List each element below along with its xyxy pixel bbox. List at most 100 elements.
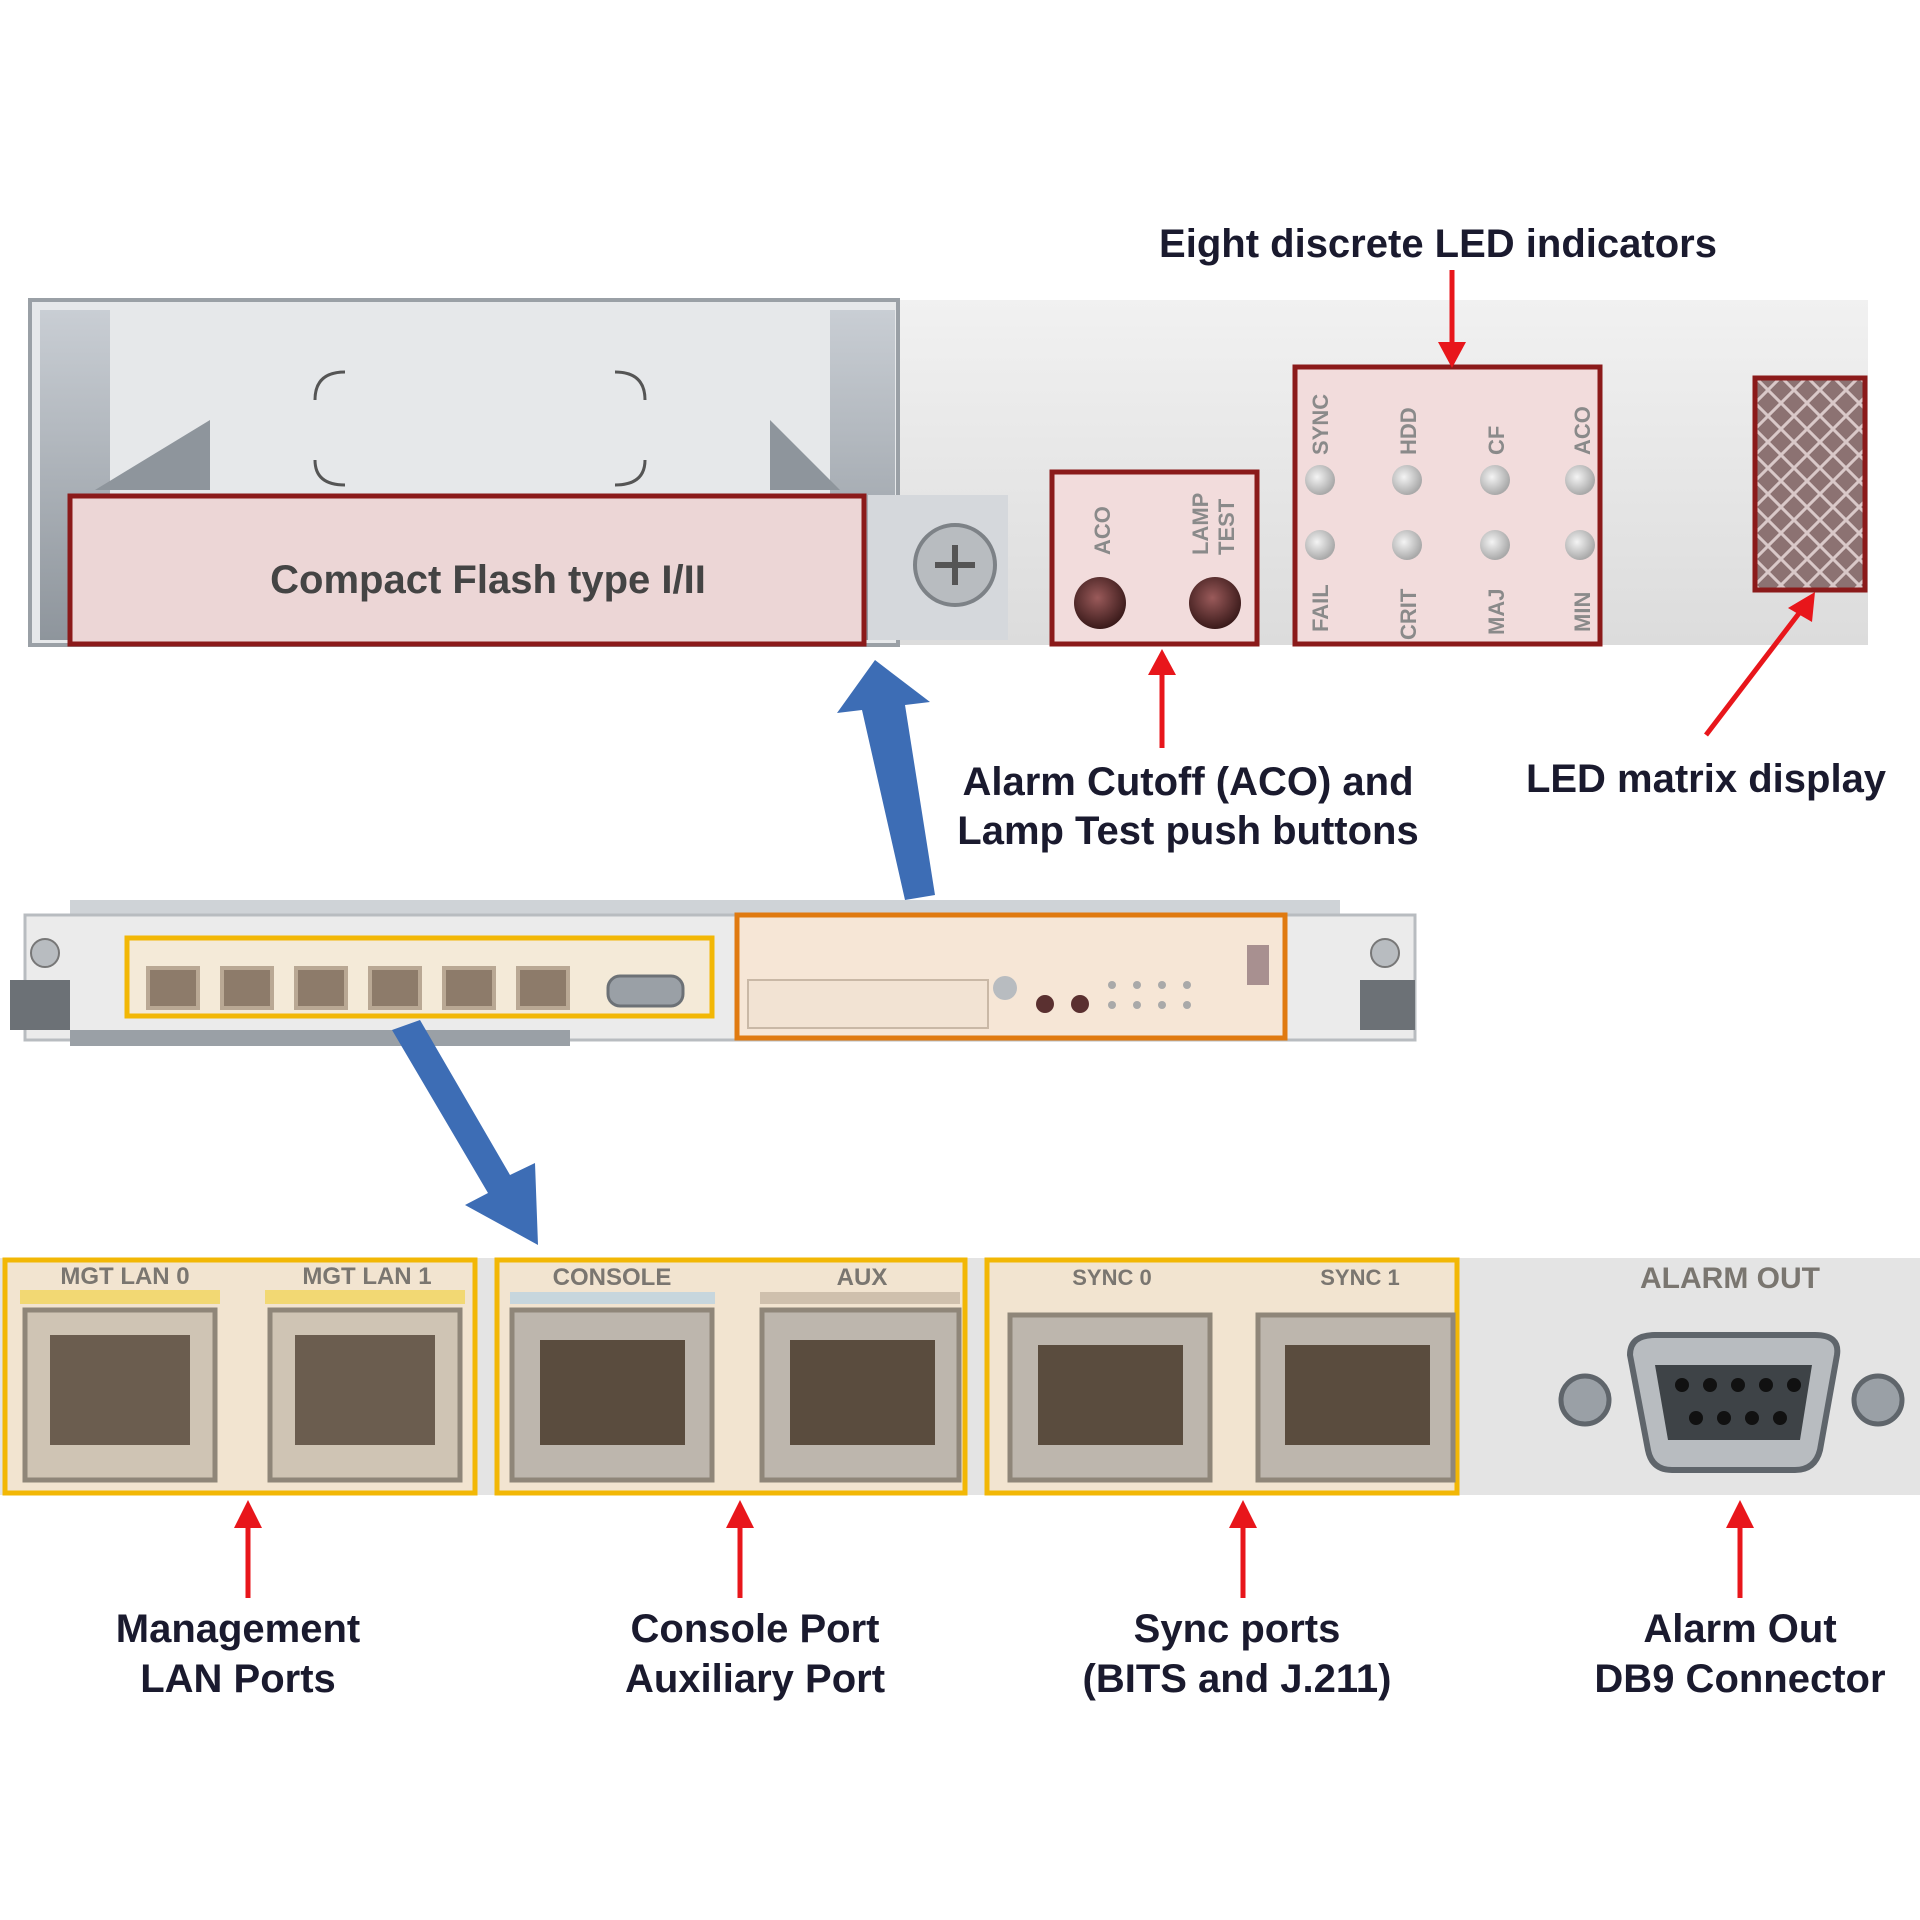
blue-arrow-up [837,660,935,900]
callout-mgmt-line1: Management [116,1607,361,1651]
callout-sync-line2: (BITS and J.211) [1083,1657,1392,1701]
mgmt-lan0-socket [50,1335,190,1445]
db9-screw-left-icon [1558,1373,1612,1427]
callout-sync-line1: Sync ports [1134,1607,1341,1651]
mgmt-lan1-socket [295,1335,435,1445]
led-indicators-highlight [1292,364,1603,647]
arrow-mgmt [234,1500,262,1598]
screw-cross-icon [935,545,975,585]
led-matrix-display [1752,375,1868,593]
lamp-test-label-line2: TEST [1214,498,1239,555]
mini-leds [1108,981,1191,1009]
arrow-sync [1229,1500,1257,1598]
sync1-socket [1285,1345,1430,1445]
db9-screw-right-icon [1851,1373,1905,1427]
led-label-hdd: HDD [1396,407,1421,455]
mini-db9 [606,974,685,1008]
led-label-maj: MAJ [1484,589,1509,635]
arrow-led-matrix [1704,592,1815,737]
arrow-eight-led [1438,270,1466,368]
callout-aco-line2: Lamp Test push buttons [957,809,1418,853]
mgmt-lan1-strip [265,1290,465,1304]
led-bottom-labels: FAIL CRIT MAJ MIN [1308,584,1595,640]
mini-port [294,966,348,1010]
module-ejector-right [1360,980,1415,1030]
callout-console-line2: Auxiliary Port [625,1657,885,1701]
led-maj [1480,530,1510,560]
port-label-mgt-lan1: MGT LAN 1 [302,1263,431,1290]
led-min [1565,530,1595,560]
sync0-socket [1038,1345,1183,1445]
mini-aco-button [1036,995,1054,1013]
module-bottom-rail [70,1030,570,1046]
lamp-test-button[interactable] [1189,577,1241,629]
aux-strip [760,1292,960,1304]
callout-led-matrix: LED matrix display [1526,757,1887,801]
console-strip [510,1292,715,1304]
cf-latch-left [95,420,210,490]
module-screw-left-icon [30,938,60,968]
module-mini-ports [146,966,685,1010]
aco-button-label: ACO [1090,506,1115,555]
led-label-aco: ACO [1570,406,1595,455]
arrow-alarm [1726,1500,1754,1598]
db9-socket [1655,1365,1812,1440]
aco-button[interactable] [1074,577,1126,629]
led-aco [1565,465,1595,495]
mini-port [442,966,496,1010]
led-sync [1305,465,1335,495]
callout-eight-led: Eight discrete LED indicators [1159,222,1717,266]
port-label-alarm-out: ALARM OUT [1640,1262,1820,1295]
mgmt-lan0-strip [20,1290,220,1304]
cf-latch-right [770,420,840,490]
led-crit [1392,530,1422,560]
lamp-test-label-line1: LAMP [1188,493,1213,555]
bottom-arrows [234,1500,1754,1598]
port-label-mgt-lan0: MGT LAN 0 [60,1263,189,1290]
compact-flash-label: Compact Flash type I/II [270,558,706,602]
callout-mgmt-line2: LAN Ports [140,1657,336,1701]
port-label-console: CONSOLE [553,1264,672,1291]
mini-cf-slot [747,979,989,1029]
led-label-cf: CF [1484,426,1509,455]
port-label-aux: AUX [837,1264,888,1291]
led-label-fail: FAIL [1308,584,1333,632]
led-label-crit: CRIT [1396,588,1421,640]
mini-led-matrix [1247,945,1269,985]
callout-console-line1: Console Port [631,1607,880,1651]
led-label-min: MIN [1570,592,1595,632]
led-cf [1480,465,1510,495]
mini-port [368,966,422,1010]
port-label-sync0: SYNC 0 [1072,1265,1151,1290]
console-socket [540,1340,685,1445]
led-lights [1305,465,1595,560]
led-top-labels: SYNC HDD CF ACO [1308,394,1595,455]
mini-lamp-button [1071,995,1089,1013]
module-screw-right-icon [1370,938,1400,968]
callout-aco-line1: Alarm Cutoff (ACO) and [962,760,1413,804]
top-zoom-panel: Compact Flash type I/II ACO LAMP TEST SY… [28,298,1868,647]
module-ejector-left [10,980,70,1030]
mini-port [516,966,570,1010]
aux-socket [790,1340,935,1445]
arrow-console [726,1500,754,1598]
cf-bay-marks [313,370,647,487]
sync-group: SYNC 0 SYNC 1 [984,1257,1460,1496]
console-aux-group: CONSOLE AUX [494,1257,968,1496]
mini-screw-icon [993,976,1017,1000]
led-hdd [1392,465,1422,495]
compact-flash-slot[interactable] [67,493,867,647]
module-front-highlight [734,912,1288,1041]
callout-alarm-line1: Alarm Out [1643,1607,1836,1651]
alarm-out-group: ALARM OUT [1558,1262,1905,1473]
arrow-aco [1148,649,1176,748]
db9-pins [1675,1378,1801,1425]
mgmt-lan-group: MGT LAN 0 MGT LAN 1 [2,1257,478,1496]
led-label-sync: SYNC [1308,394,1333,455]
led-fail [1305,530,1335,560]
blue-arrow-down [392,1020,538,1245]
callout-alarm-line2: DB9 Connector [1594,1657,1885,1701]
mini-port [220,966,274,1010]
mini-port [146,966,200,1010]
